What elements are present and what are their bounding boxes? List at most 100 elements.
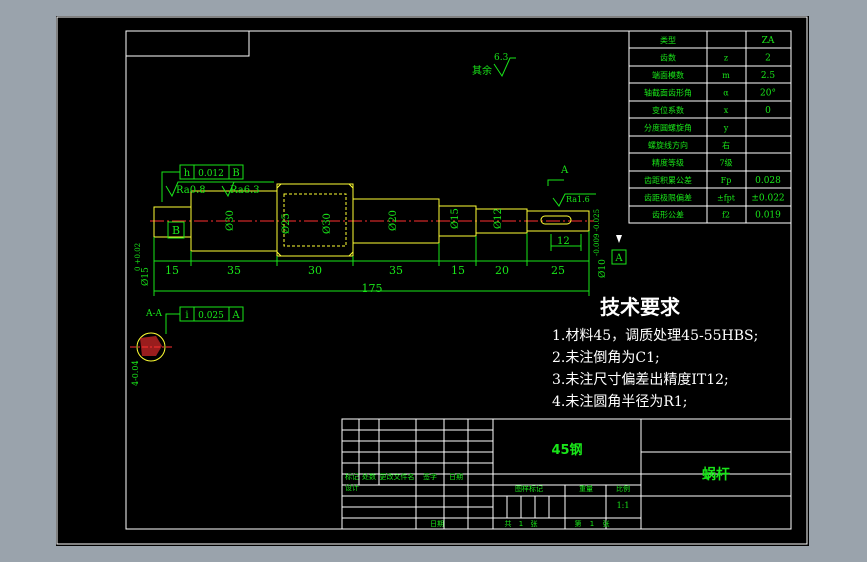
- svg-text:比例: 比例: [616, 484, 630, 493]
- len-7: 25: [551, 264, 565, 277]
- roughness-marks: Ra0.8 Ra6.3 Ra1.6: [165, 181, 596, 207]
- len-5: 15: [451, 264, 465, 277]
- svg-text:日期: 日期: [449, 473, 463, 481]
- param-value-10: 0.019: [755, 211, 781, 221]
- length-dimensions: 15 35 30 35 15 20 25 175: [153, 231, 590, 296]
- tolerance-frame-2: i 0.025 A: [165, 306, 244, 334]
- section-depth: 4-0.04: [131, 360, 140, 386]
- param-name-1: 齿数: [660, 53, 676, 63]
- svg-text:图样标记: 图样标记: [515, 484, 543, 493]
- param-value-4: 0: [765, 106, 771, 116]
- len-3: 30: [308, 264, 322, 277]
- requirement-1: 1.材料45，调质处理45-55HBS;: [552, 328, 758, 344]
- param-symbol-6: 右: [722, 140, 730, 150]
- svg-text:A: A: [231, 310, 240, 321]
- roughness-3: Ra1.6: [566, 195, 590, 204]
- param-name-4: 变位系数: [652, 105, 684, 115]
- datum-a: A: [611, 235, 627, 265]
- param-name-2: 端面模数: [652, 70, 684, 80]
- svg-text:0.025: 0.025: [198, 311, 224, 321]
- remaining-roughness: 其余 6.3: [472, 53, 516, 78]
- left-dia-tol: 0 +0.02: [134, 243, 142, 271]
- svg-text:0.012: 0.012: [198, 169, 224, 179]
- svg-text:处数: 处数: [362, 472, 376, 481]
- param-value-1: 2: [765, 54, 771, 64]
- svg-text:1: 1: [590, 520, 594, 528]
- drawing-frame: [125, 30, 792, 530]
- cad-viewport[interactable]: 类型 ZA 齿数 z 2 端面模数 m 2.5 轴截面齿形角 α 20° 变位系数 x 0 分度圆螺旋角 y 螺…: [56, 16, 809, 546]
- top-left-box: [126, 31, 250, 57]
- param-symbol-5: y: [723, 123, 729, 132]
- tolerance-frame-1: h 0.012 B: [161, 164, 244, 202]
- len-4: 35: [389, 264, 403, 277]
- requirement-2: 2.未注倒角为C1;: [552, 350, 660, 366]
- left-dia-label: Ø15: [140, 267, 151, 286]
- param-name-0: 类型: [660, 35, 676, 45]
- svg-text:共: 共: [505, 519, 512, 528]
- svg-text:签字: 签字: [423, 472, 437, 481]
- diameter-label: Ø30: [225, 210, 236, 231]
- diameter-label: Ø30: [322, 213, 333, 234]
- param-table: 类型 ZA 齿数 z 2 端面模数 m 2.5 轴截面齿形角 α 20° 变位系数 x 0 分度圆螺旋角 y 螺…: [628, 30, 792, 224]
- param-value-0: ZA: [762, 36, 775, 46]
- svg-text:重量: 重量: [579, 485, 593, 493]
- len-1: 15: [165, 264, 179, 277]
- param-name-9: 齿距极限偏差: [644, 192, 692, 202]
- param-name-7: 精度等级: [652, 157, 684, 167]
- svg-text:B: B: [172, 224, 180, 237]
- svg-text:设计: 设计: [345, 483, 359, 492]
- svg-text:6.3: 6.3: [494, 53, 509, 63]
- section-mark: A 12: [547, 165, 582, 251]
- svg-text:h: h: [184, 168, 191, 179]
- total-length: 175: [362, 282, 383, 295]
- svg-text:其余: 其余: [472, 64, 492, 77]
- requirement-3: 3.未注尺寸偏差出精度IT12;: [552, 372, 729, 388]
- diameter-label: Ø12: [493, 208, 504, 229]
- param-name-3: 轴截面齿形角: [644, 88, 692, 98]
- svg-text:i: i: [185, 310, 188, 321]
- requirement-4: 4.未注圆角半径为R1;: [552, 394, 688, 410]
- svg-text:标记: 标记: [345, 472, 359, 481]
- param-symbol-9: ±fpt: [717, 193, 736, 202]
- right-dia-label: Ø10: [597, 259, 608, 278]
- param-name-6: 螺旋线方向: [648, 140, 688, 150]
- param-symbol-8: Fp: [721, 176, 732, 185]
- diameter-label: Ø25: [281, 213, 292, 234]
- roughness-2: Ra6.3: [230, 185, 260, 196]
- svg-text:张: 张: [603, 519, 610, 528]
- param-name-10: 齿形公差: [652, 210, 684, 220]
- section-view: A-A 4-0.04 i 0.025 A: [130, 306, 244, 386]
- param-value-2: 2.5: [761, 71, 776, 81]
- shaft-outline: [153, 183, 590, 257]
- drawing-canvas: 类型 ZA 齿数 z 2 端面模数 m 2.5 轴截面齿形角 α 20° 变位系数 x 0 分度圆螺旋角 y 螺…: [56, 16, 808, 545]
- param-symbol-7: 7级: [719, 157, 732, 167]
- svg-text:1: 1: [519, 520, 523, 528]
- diameter-label: Ø15: [450, 208, 461, 229]
- param-value-9: ±0.022: [751, 193, 784, 203]
- param-symbol-1: z: [724, 54, 728, 63]
- svg-text:更改文件名: 更改文件名: [380, 472, 415, 481]
- svg-text:B: B: [232, 168, 239, 179]
- param-name-5: 分度圆螺旋角: [644, 122, 692, 132]
- len-6: 20: [495, 264, 509, 277]
- datum-b: B: [167, 221, 185, 239]
- roughness-1: Ra0.8: [176, 185, 206, 196]
- param-symbol-4: x: [724, 106, 729, 115]
- param-symbol-2: m: [722, 71, 730, 80]
- param-name-8: 齿距积累公差: [644, 175, 692, 185]
- svg-text:A: A: [614, 253, 623, 264]
- param-symbol-10: f2: [722, 211, 730, 220]
- param-symbol-3: α: [723, 89, 729, 98]
- keyway-width: 12: [557, 236, 570, 247]
- right-dia-tol: -0.009 -0.025: [593, 209, 601, 256]
- diameter-label: Ø20: [388, 210, 399, 231]
- svg-text:第: 第: [575, 519, 582, 528]
- diameter-labels: Ø30 Ø25 Ø30 Ø20 Ø15 Ø12: [225, 208, 504, 234]
- svg-text:张: 张: [531, 519, 538, 528]
- param-value-8: 0.028: [755, 176, 781, 186]
- svg-text:日期: 日期: [430, 520, 444, 528]
- param-value-3: 20°: [760, 89, 776, 99]
- section-title: A-A: [145, 309, 163, 319]
- part-name: 蜗杆: [702, 466, 730, 483]
